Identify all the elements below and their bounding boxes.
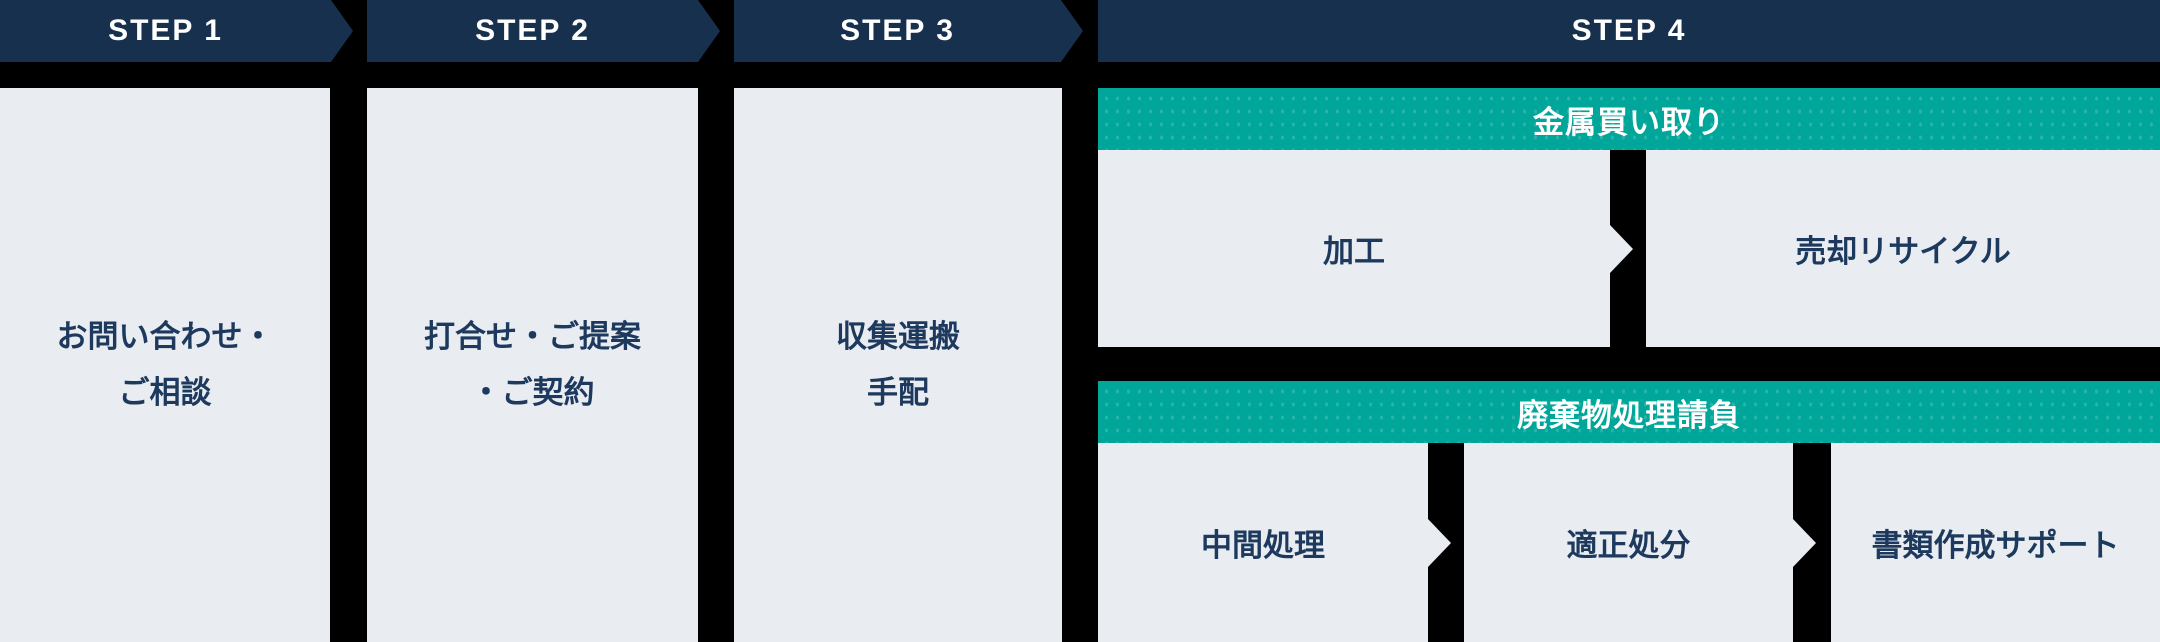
processing-box-label: 加工: [1323, 234, 1385, 269]
sale-recycle-box-label: 売却リサイクル: [1795, 234, 2011, 269]
step1-box: お問い合わせ・ ご相談: [0, 88, 330, 642]
metal-purchase-band: 金属買い取り: [1098, 88, 2160, 150]
intermediate-treatment-box-arrow: 中間処理: [1098, 443, 1428, 642]
step3-banner-arrow: STEP 3: [734, 0, 1083, 62]
sale-recycle-box: 売却リサイクル: [1646, 150, 2160, 347]
step2-banner-label: STEP 2: [475, 14, 590, 47]
metal-purchase-band-label: 金属買い取り: [1533, 104, 1725, 140]
document-support-box: 書類作成サポート: [1831, 443, 2160, 642]
step1-banner-label: STEP 1: [108, 14, 223, 47]
step2-box: 打合せ・ご提案 ・ご契約: [367, 88, 698, 642]
waste-disposal-band-label: 廃棄物処理請負: [1517, 397, 1741, 433]
step3-box-line1: 収集運搬: [836, 319, 960, 354]
document-support-box-label: 書類作成サポート: [1871, 528, 2120, 563]
step1-box-text: お問い合わせ・ ご相談: [57, 309, 274, 421]
step3-box: 収集運搬 手配: [734, 88, 1062, 642]
proper-disposal-box-arrow: 適正処分: [1464, 443, 1793, 642]
step4-banner: STEP 4: [1098, 0, 2160, 62]
step2-box-line1: 打合せ・ご提案: [424, 319, 641, 354]
waste-disposal-band: 廃棄物処理請負: [1098, 381, 2160, 443]
step3-banner-label: STEP 3: [840, 14, 955, 47]
intermediate-treatment-box-label: 中間処理: [1201, 528, 1325, 563]
step1-box-line2: ご相談: [118, 375, 212, 410]
step2-box-text: 打合せ・ご提案 ・ご契約: [424, 309, 641, 421]
step4-banner-label: STEP 4: [1571, 14, 1687, 47]
step3-box-line2: 手配: [867, 375, 929, 410]
step1-box-line1: お問い合わせ・: [56, 319, 274, 354]
step1-banner-arrow: STEP 1: [0, 0, 353, 62]
step2-box-line2: ・ご契約: [470, 375, 595, 410]
proper-disposal-box-label: 適正処分: [1566, 528, 1691, 563]
processing-box-arrow: 加工: [1098, 150, 1610, 347]
step2-banner-arrow: STEP 2: [367, 0, 720, 62]
step3-box-text: 収集運搬 手配: [836, 309, 960, 421]
